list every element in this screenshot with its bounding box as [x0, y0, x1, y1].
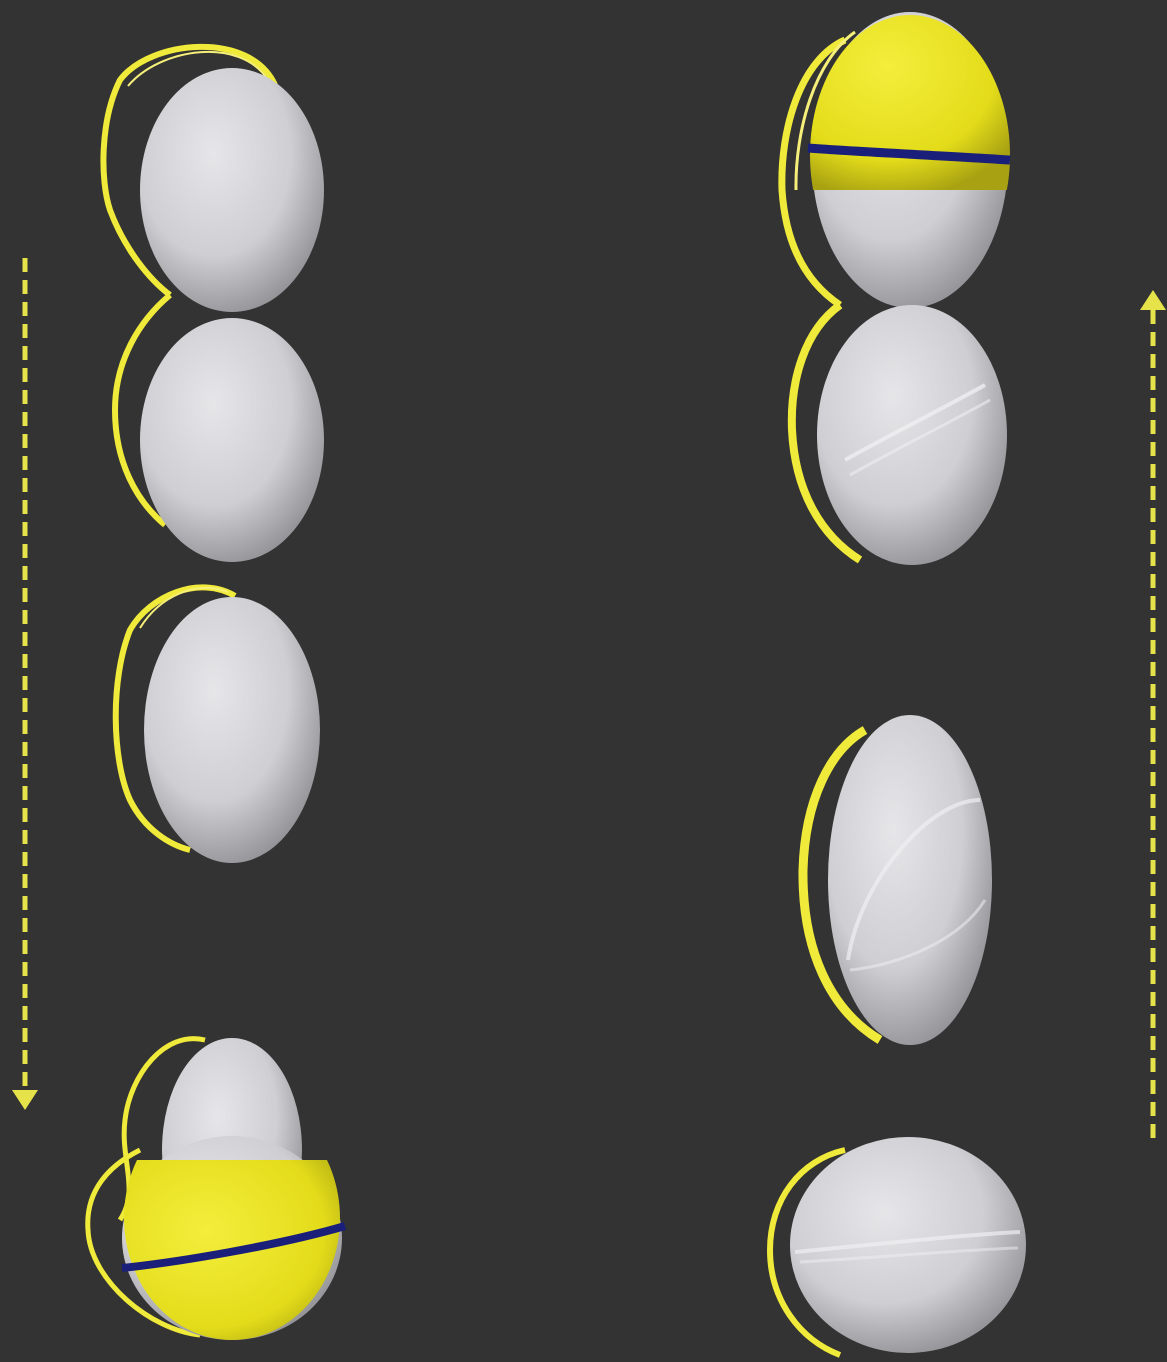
right-cell-frame-2: [792, 305, 1007, 565]
right-direction-arrow: [1140, 290, 1166, 1145]
left-direction-arrow: [12, 258, 38, 1110]
right-cell-frame-1: [782, 0, 1020, 308]
left-cell-frame-4: [88, 1038, 350, 1360]
left-cell-frame-1: [103, 47, 324, 312]
left-cell-frame-2: [115, 295, 324, 562]
right-cell-frame-4: [770, 1137, 1026, 1355]
right-cell-frame-3: [803, 715, 992, 1045]
left-cell-frame-3: [116, 587, 320, 863]
